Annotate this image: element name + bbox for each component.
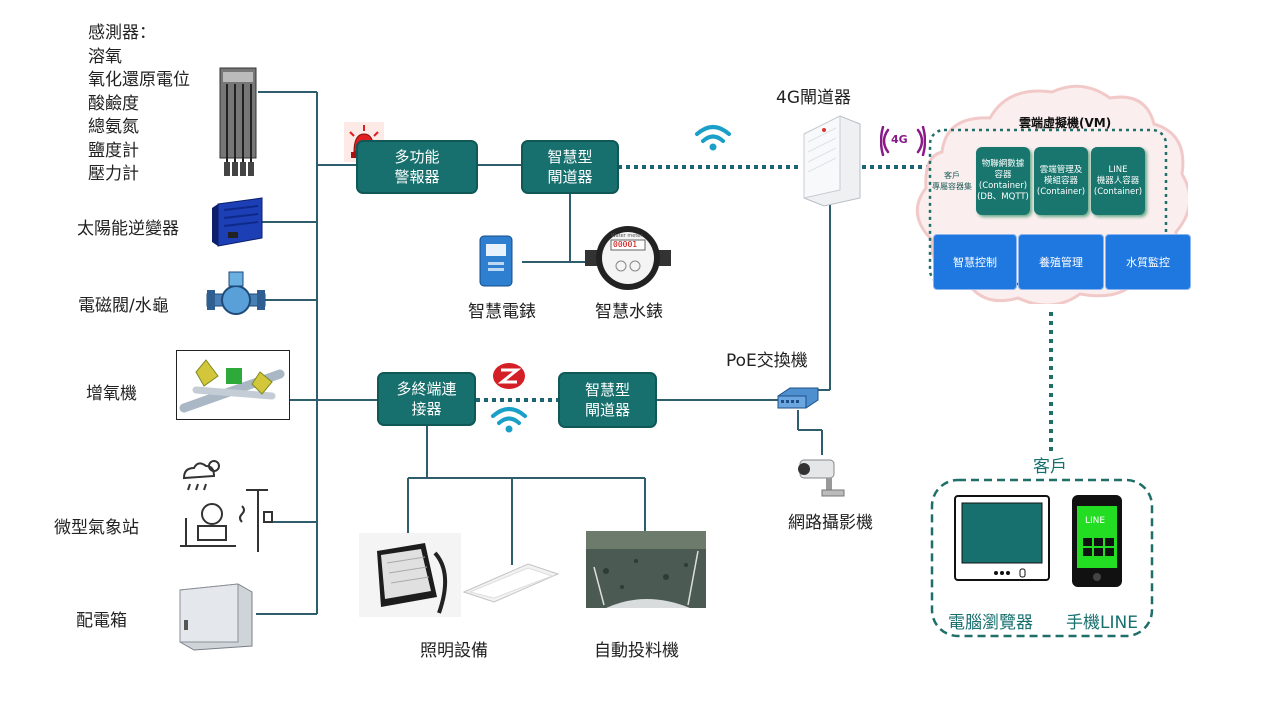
electric-meter-icon: [479, 235, 513, 287]
cloud-title: 雲端虛擬機(VM): [1019, 116, 1112, 130]
line-bot-container-box: LINE 機器人容器 (Container): [1091, 147, 1145, 215]
phone-screen-label: LINE: [1085, 516, 1106, 526]
computer-monitor-icon: [954, 495, 1050, 581]
weather-station-label: 微型氣象站: [54, 518, 139, 538]
browser-label: 電腦瀏覽器: [948, 613, 1033, 633]
electric-meter-label: 智慧電錶: [468, 302, 536, 322]
water-meter-brand: Water meter: [611, 233, 643, 239]
module-smart-control: 智慧控制: [933, 234, 1017, 290]
valve-label: 電磁閥/水龜: [78, 296, 169, 316]
cloud-mgmt-container-box: 雲端管理及 模組容器 (Container): [1034, 147, 1088, 215]
floodlight-icon: [359, 533, 461, 617]
feeder-label: 自動投料機: [594, 641, 679, 661]
sensor-item: 壓力計: [88, 164, 139, 184]
panel-light-icon: [462, 563, 560, 603]
iot-container-box: 物聯網數據 容器 (Container) (DB、MQTT): [976, 147, 1030, 215]
sensor-list: 感測器： 溶氧 氧化還原電位 酸鹼度 總氨氮 鹽度計 壓力計: [88, 22, 190, 187]
module-farm-management: 養殖管理: [1018, 234, 1104, 290]
distribution-box-icon: [179, 583, 253, 651]
weather-station-icon: [180, 460, 273, 552]
inverter-icon: [212, 197, 263, 247]
camera-label: 網路攝影機: [788, 513, 873, 533]
client-frame: [930, 478, 1154, 638]
distribution-box-label: 配電箱: [76, 611, 127, 631]
badge-4g: 4G: [891, 133, 908, 146]
wifi-icon: [695, 125, 731, 151]
sensor-probe-icon: [219, 67, 257, 176]
water-meter-label: 智慧水錶: [595, 302, 663, 322]
alarm-box: 多功能 警報器: [356, 140, 478, 194]
signal-4g-icon: [880, 126, 926, 156]
solar-inverter-label: 太陽能逆變器: [77, 219, 179, 239]
client-title: 客戶: [1033, 457, 1067, 477]
router-4g-icon: [803, 115, 861, 207]
zigbee-icon: [493, 363, 525, 389]
phone-icon: [1072, 495, 1122, 587]
sensor-item: 酸鹼度: [88, 93, 139, 114]
valve-icon: [206, 271, 266, 315]
sensor-header: 感測器：: [88, 23, 156, 43]
aerator-label: 增氧機: [86, 384, 137, 404]
line-label: 手機LINE: [1066, 613, 1138, 633]
smart-gateway-top: 智慧型 閘道器: [521, 140, 619, 194]
feeder-photo: [586, 531, 706, 608]
router-4g-label: 4G閘道器: [776, 88, 851, 108]
lighting-label: 照明設備: [420, 641, 488, 661]
module-water-quality: 水質監控: [1105, 234, 1191, 290]
poe-switch-label: PoE交換機: [726, 351, 808, 371]
client-container-set: 客戶 專屬容器集: [932, 171, 972, 191]
camera-icon: [798, 459, 845, 497]
smart-gateway-middle: 智慧型 閘道器: [558, 372, 657, 428]
water-meter-icon: [585, 226, 671, 290]
sensor-item: 氧化還原電位: [88, 70, 190, 90]
aerator-icon: [176, 350, 290, 420]
sensor-item: 鹽度計: [88, 140, 139, 161]
poe-switch-icon: [777, 387, 819, 409]
sensor-item: 總氨氮: [88, 117, 139, 137]
multi-terminal-connector: 多終端連 接器: [377, 372, 476, 426]
sensor-item: 溶氧: [88, 46, 122, 67]
wifi-icon: [491, 407, 527, 433]
water-meter-display: 00001: [613, 240, 638, 249]
